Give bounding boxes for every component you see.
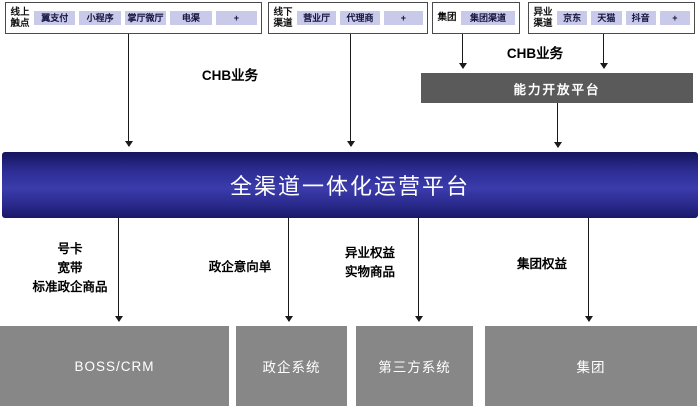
capability-open-platform-bar: 能力开放平台 — [421, 73, 693, 103]
flow-arrow-online-to-platform — [124, 34, 133, 147]
omnichannel-platform-label: 全渠道一体化运营平台 — [229, 174, 470, 199]
channel-chip-plus-offline: + — [383, 10, 423, 26]
channel-group-online-touchpoints: 线上 触点 翼支付 小程序 掌厅微厅 电渠 + — [5, 2, 262, 34]
chb-label-left: CHB业务 — [201, 68, 259, 83]
channel-group-jituan: 集团 集团渠道 — [432, 2, 520, 34]
channel-chip-bestpay: 翼支付 — [34, 10, 76, 26]
group-label-cross-industry: 异业 渠道 — [533, 6, 553, 29]
channel-chip-agent: 代理商 — [340, 10, 380, 26]
group-label-jituan: 集团 — [437, 12, 457, 24]
chb-label-right: CHB业务 — [506, 46, 564, 61]
channel-chip-jd: 京东 — [557, 10, 588, 26]
flow-arrow-platform-to-thirdparty — [414, 218, 423, 322]
flow-arrow-platform-to-boss — [114, 218, 123, 322]
channel-chip-plus-online: + — [215, 10, 258, 26]
flow-label-card-broadband: 号卡 宽带 标准政企商品 — [32, 242, 108, 294]
channel-chip-echannel: 电渠 — [170, 10, 212, 26]
capability-open-platform-label: 能力开放平台 — [513, 82, 601, 97]
flow-arrow-offline-to-platform — [346, 34, 355, 147]
flow-arrow-cross-to-capability — [599, 34, 608, 69]
system-label-third-party: 第三方系统 — [378, 360, 451, 375]
system-label-group: 集团 — [576, 360, 606, 375]
flow-arrow-jituan-to-capability — [458, 34, 467, 69]
channel-chip-palm-hall: 掌厅微厅 — [124, 10, 167, 26]
channel-chip-miniprogram: 小程序 — [79, 10, 121, 26]
channel-group-offline: 线下 渠道 营业厅 代理商 + — [268, 2, 428, 34]
channel-chip-plus-cross: + — [659, 10, 690, 26]
flow-arrow-capability-to-platform — [553, 103, 562, 148]
group-label-online: 线上 触点 — [10, 6, 30, 29]
system-label-boss-crm: BOSS/CRM — [74, 358, 155, 374]
flow-arrow-platform-to-group — [584, 218, 593, 322]
system-box-gov-enterprise: 政企系统 — [236, 326, 347, 406]
flow-label-group-rights: 集团权益 — [516, 257, 567, 271]
system-box-group: 集团 — [485, 326, 697, 406]
flow-arrow-platform-to-gov — [284, 218, 293, 322]
channel-chip-douyin: 抖音 — [625, 10, 656, 26]
system-label-gov-enterprise: 政企系统 — [262, 360, 321, 375]
flow-label-cross-industry-rights: 异业权益 实物商品 — [344, 246, 395, 279]
channel-chip-group-channel: 集团渠道 — [461, 10, 515, 26]
flow-label-gov-enterprise-order: 政企意向单 — [208, 260, 272, 274]
channel-group-cross-industry: 异业 渠道 京东 天猫 抖音 + — [528, 2, 695, 34]
system-box-third-party: 第三方系统 — [356, 326, 473, 406]
group-label-offline: 线下 渠道 — [273, 6, 293, 29]
system-box-boss-crm: BOSS/CRM — [0, 326, 229, 406]
omnichannel-platform-bar: 全渠道一体化运营平台 — [2, 152, 698, 218]
channel-chip-business-hall: 营业厅 — [297, 10, 337, 26]
channel-chip-tmall: 天猫 — [591, 10, 622, 26]
